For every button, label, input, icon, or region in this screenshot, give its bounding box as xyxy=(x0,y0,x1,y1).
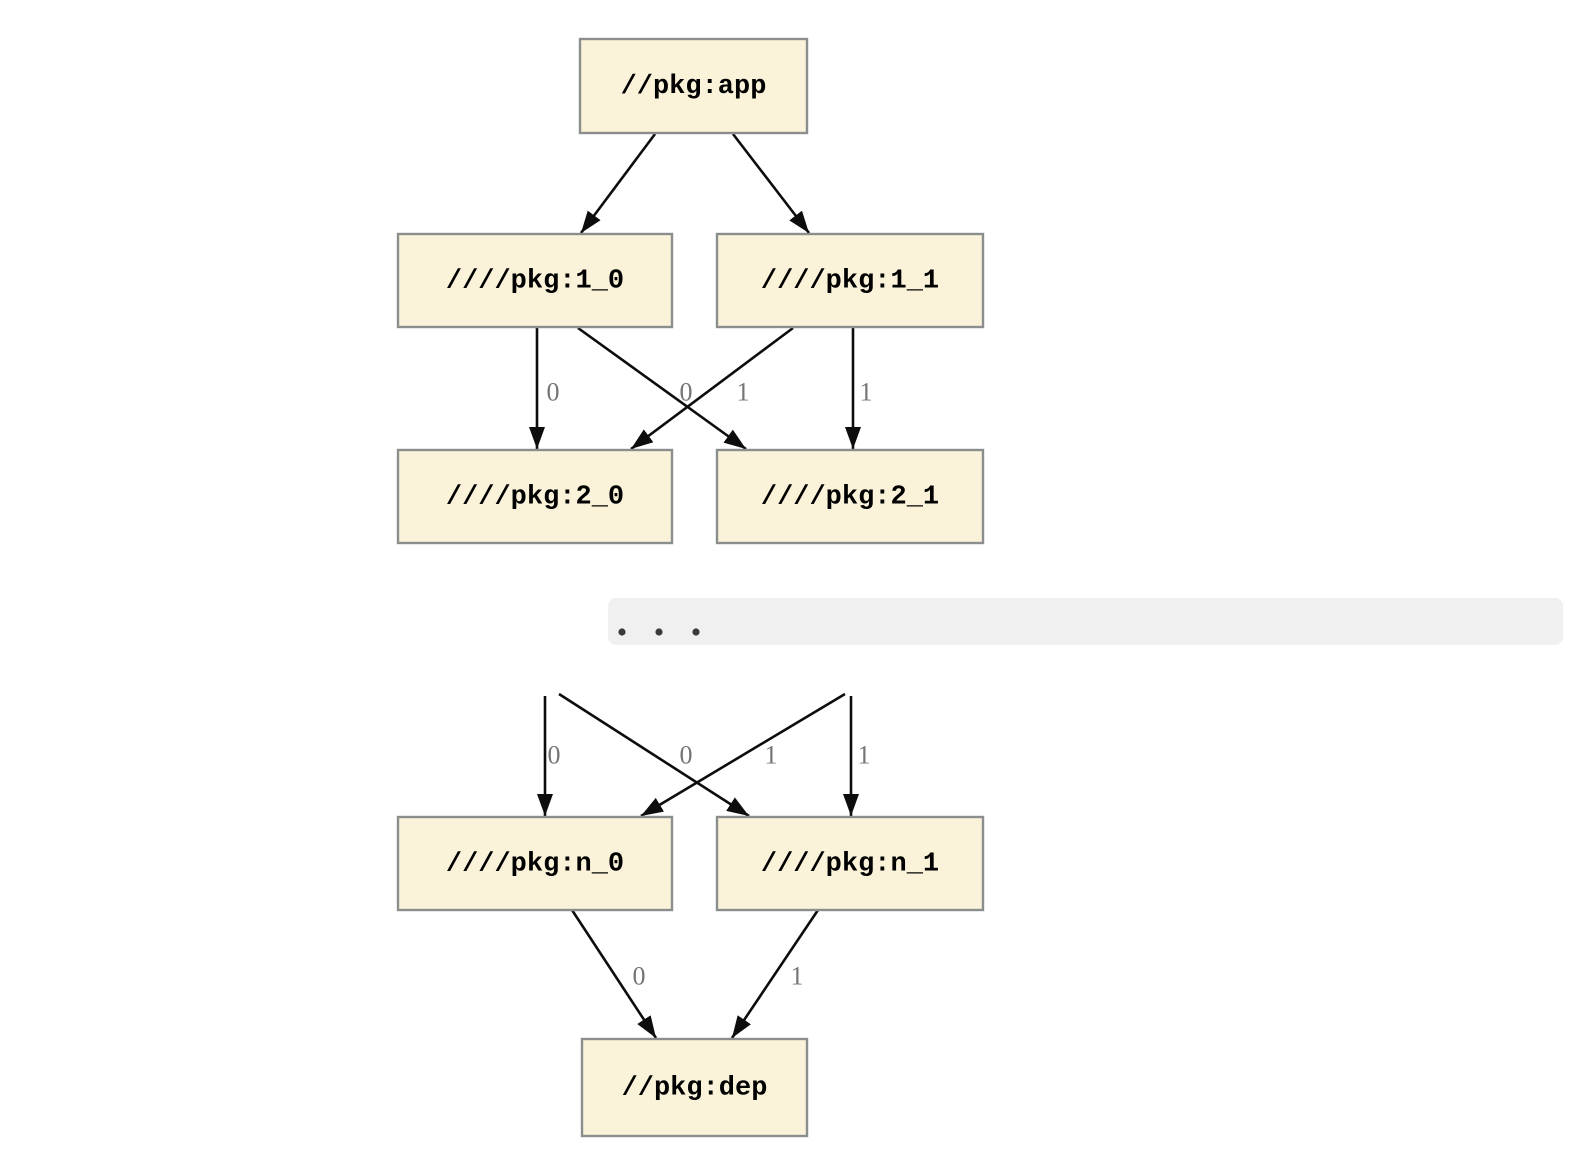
graph-node-label-2_1: ////pkg:2_1 xyxy=(761,483,939,513)
edge-label-ellipsis-to-n_1: 1 xyxy=(858,741,871,770)
edge-app-to-1_0 xyxy=(579,133,657,234)
edge-label-ellipsis-to-n_0: 0 xyxy=(548,741,561,770)
graph-node-box-2_0 xyxy=(396,448,674,545)
graph-node-label-app: //pkg:app xyxy=(621,72,767,102)
graph-node-box-dep xyxy=(580,1037,809,1138)
graph-node-label-n_1: ////pkg:n_1 xyxy=(761,850,939,880)
edge-label-n_1-to-dep: 1 xyxy=(791,962,804,991)
graph-node-label-n_0: ////pkg:n_0 xyxy=(446,850,624,880)
graph-node-dep: //pkg:dep xyxy=(580,1037,809,1138)
ellipsis-dot xyxy=(618,628,626,636)
edge-n_1-to-dep xyxy=(730,909,820,1039)
graph-node-label-2_0: ////pkg:2_0 xyxy=(446,483,624,513)
edge-label-n_0-to-dep: 0 xyxy=(633,962,646,991)
edge-n_0-to-dep xyxy=(570,909,658,1039)
edge-app-to-1_1 xyxy=(731,133,811,234)
edge-label-1_0-to-2_0: 0 xyxy=(547,378,560,407)
graph-node-box-n_0 xyxy=(396,815,674,912)
graph-node-1_0: ////pkg:1_0 xyxy=(396,232,674,329)
edge-label-1_1-to-2_1: 1 xyxy=(860,378,873,407)
graph-node-box-app xyxy=(578,37,809,135)
graph-node-box-1_1 xyxy=(715,232,985,329)
graph-node-box-2_1 xyxy=(715,448,985,545)
edge-1_1-to-2_0 xyxy=(630,326,794,451)
ellipsis-band xyxy=(608,598,1563,645)
graph-node-n_1: ////pkg:n_1 xyxy=(715,815,985,912)
ellipsis-dot xyxy=(655,628,663,636)
edge-ellipsis-to-n_1 xyxy=(558,692,750,818)
graph-node-label-dep: //pkg:dep xyxy=(622,1074,768,1104)
graph-node-box-n_1 xyxy=(715,815,985,912)
graph-node-2_0: ////pkg:2_0 xyxy=(396,448,674,545)
edge-ellipsis-to-n_0 xyxy=(640,692,846,818)
graph-node-1_1: ////pkg:1_1 xyxy=(715,232,985,329)
edge-label-ellipsis-to-n_1: 1 xyxy=(765,741,778,770)
ellipsis-dot xyxy=(692,628,700,636)
graph-node-n_0: ////pkg:n_0 xyxy=(396,815,674,912)
edge-label-1_0-to-2_1: 1 xyxy=(737,378,750,407)
graph-node-app: //pkg:app xyxy=(578,37,809,135)
graph-node-box-1_0 xyxy=(396,232,674,329)
edge-label-ellipsis-to-n_0: 0 xyxy=(680,741,693,770)
graph-node-label-1_1: ////pkg:1_1 xyxy=(761,267,939,297)
edge-label-1_1-to-2_0: 0 xyxy=(680,378,693,407)
graph-node-label-1_0: ////pkg:1_0 xyxy=(446,267,624,297)
edge-1_0-to-2_1 xyxy=(577,326,747,451)
graph-node-2_1: ////pkg:2_1 xyxy=(715,448,985,545)
